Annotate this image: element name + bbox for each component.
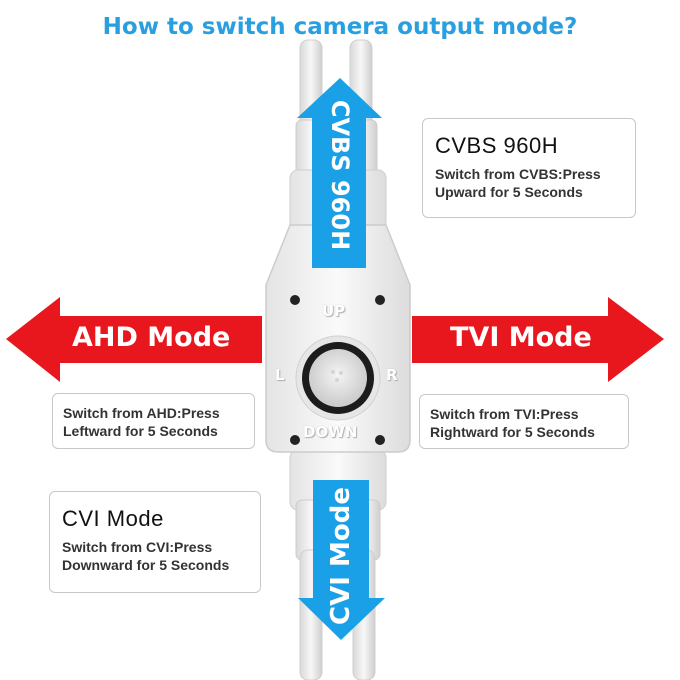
arrow-left-label: AHD Mode — [72, 322, 231, 353]
cvbs-box-title: CVBS 960H — [435, 133, 559, 158]
cvi-box-line2: Downward for 5 Seconds — [62, 557, 230, 573]
arrow-right-tvi — [412, 297, 664, 382]
joystick-right-label: R — [386, 366, 398, 384]
cvbs-box-line2: Upward for 5 Seconds — [435, 184, 583, 200]
page-title: How to switch camera output mode? — [102, 14, 578, 40]
joystick-left-label: L — [275, 366, 285, 384]
joystick-module — [265, 224, 411, 453]
cvi-info-box: CVI Mode Switch from CVI:Press Downward … — [49, 491, 261, 593]
tvi-info-box: Switch from TVI:Press Rightward for 5 Se… — [419, 394, 629, 449]
tvi-box-line1: Switch from TVI:Press — [430, 406, 579, 422]
ahd-info-box: Switch from AHD:Press Leftward for 5 Sec… — [52, 393, 255, 449]
ahd-box-line1: Switch from AHD:Press — [63, 405, 220, 421]
arrow-right-label: TVI Mode — [450, 322, 592, 353]
cvbs-box-line1: Switch from CVBS:Press — [435, 166, 601, 182]
cvi-box-title: CVI Mode — [62, 506, 164, 531]
joystick-up-label: UP — [322, 302, 346, 320]
arrow-up-label: CVBS 960H — [326, 99, 354, 251]
cvi-box-line1: Switch from CVI:Press — [62, 539, 213, 555]
arrow-down-label: CVI Mode — [326, 487, 356, 625]
cvbs-info-box: CVBS 960H Switch from CVBS:Press Upward … — [422, 118, 636, 218]
arrow-down-cvi — [298, 480, 385, 640]
tvi-box-line2: Rightward for 5 Seconds — [430, 424, 595, 440]
arrow-up-cvbs — [297, 78, 382, 268]
ahd-box-line2: Leftward for 5 Seconds — [63, 423, 218, 439]
joystick-down-label: DOWN — [303, 423, 358, 441]
arrow-left-ahd — [6, 297, 262, 382]
